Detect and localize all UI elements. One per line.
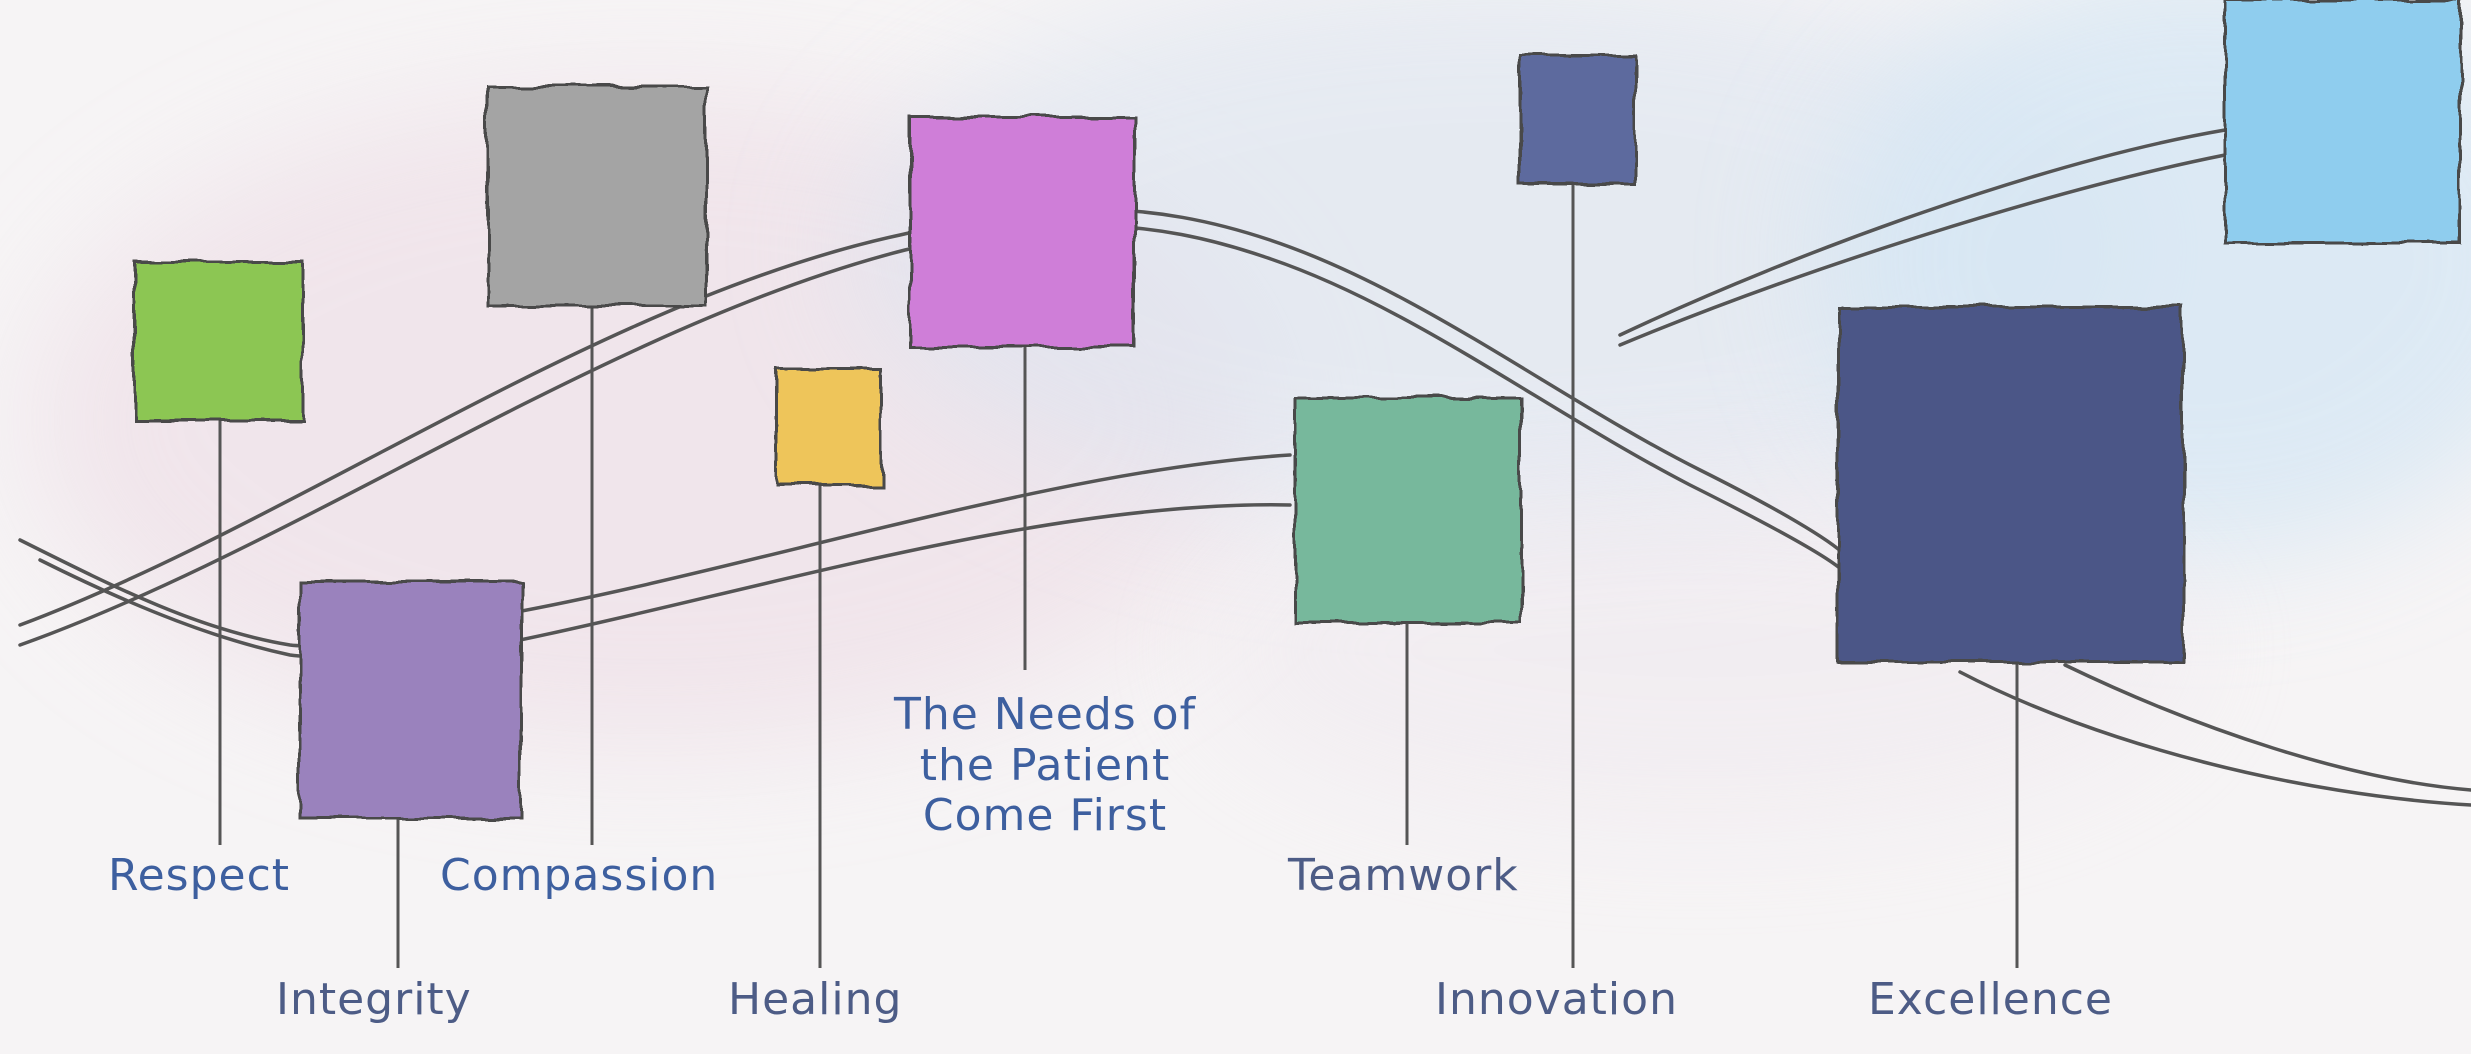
square-respect — [133, 260, 305, 422]
label-healing: Healing — [728, 974, 903, 1025]
stems — [218, 183, 2019, 968]
label-respect: Respect — [108, 850, 291, 901]
flow-line-bottom-a — [2063, 663, 2471, 792]
label-excellence: Excellence — [1868, 974, 2113, 1025]
flow-line-upper-a — [18, 207, 1847, 627]
flow-line-right-b — [1618, 153, 2227, 347]
label-patient-first: The Needs of the Patient Come First — [845, 689, 1245, 842]
label-integrity: Integrity — [276, 974, 472, 1025]
label-patient-first-line3: Come First — [922, 790, 1168, 842]
label-patient-first-line2: the Patient — [919, 739, 1171, 791]
flow-line-bottom-b — [1958, 670, 2471, 807]
square-teamwork — [1293, 396, 1523, 625]
square-innovation — [1518, 53, 1637, 187]
square-integrity — [298, 580, 524, 820]
square-excellence — [1836, 305, 2185, 664]
square-healing — [776, 368, 883, 487]
label-teamwork: Teamwork — [1288, 850, 1519, 901]
flow-line-upper-b — [18, 223, 1844, 647]
square-unlabeled — [2223, 0, 2462, 245]
flow-line-right-a — [1618, 128, 2227, 337]
label-patient-first-line1: The Needs of — [893, 689, 1197, 740]
square-compassion — [486, 84, 708, 308]
value-squares — [133, 0, 2462, 820]
label-innovation: Innovation — [1435, 974, 1678, 1025]
label-compassion: Compassion — [440, 850, 719, 901]
square-patient-first — [908, 115, 1137, 349]
